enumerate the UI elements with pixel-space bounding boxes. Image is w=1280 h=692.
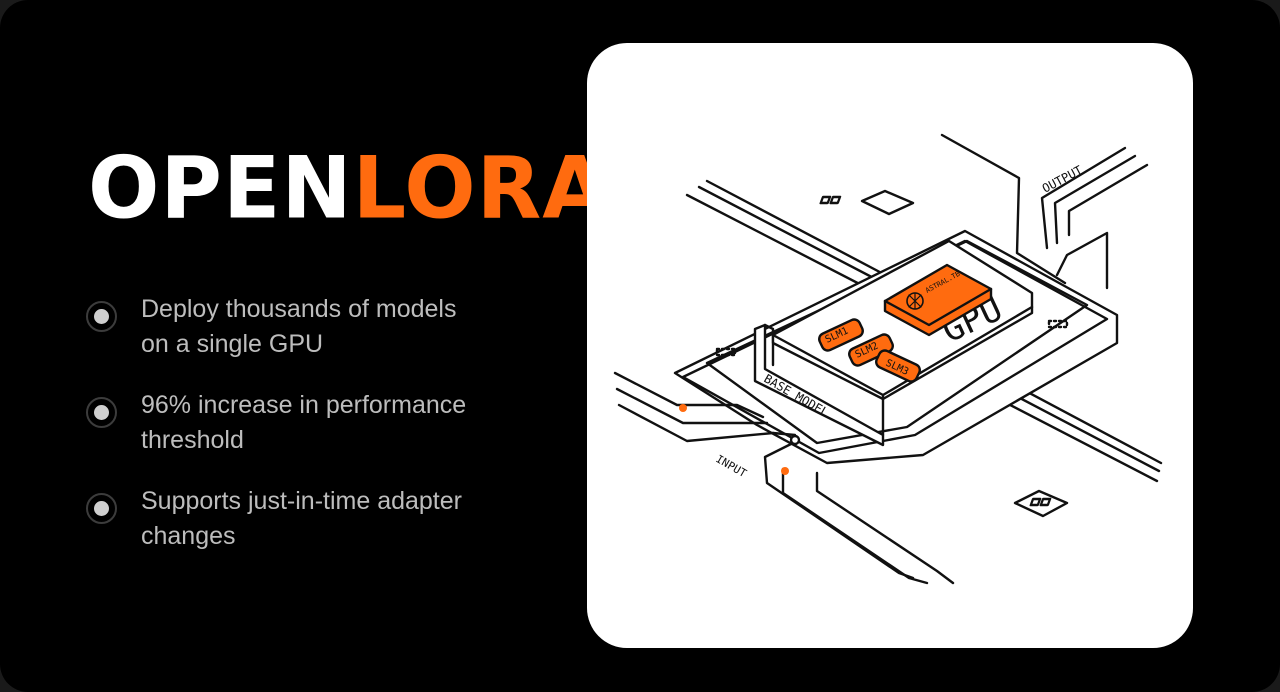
junction-node-icon bbox=[789, 434, 801, 446]
logo-lora: LORA bbox=[352, 138, 609, 238]
slm-chip-3 bbox=[875, 349, 921, 383]
small-pad-bottom bbox=[1013, 489, 1069, 518]
astral-chip bbox=[883, 263, 993, 337]
feature-list: Deploy thousands of models on a single G… bbox=[86, 292, 526, 580]
openlora-logo: OPENLORA bbox=[88, 145, 608, 231]
feature-text: 96% increase in performance threshold bbox=[141, 391, 467, 454]
rails-upper bbox=[685, 179, 895, 295]
small-pad-top bbox=[819, 189, 915, 216]
feature-text: Deploy thousands of models on a single G… bbox=[141, 295, 457, 358]
feature-text: Supports just-in-time adapter changes bbox=[141, 487, 462, 550]
feature-item: Supports just-in-time adapter changes bbox=[86, 484, 526, 554]
slm-chip-2 bbox=[848, 333, 894, 367]
slm-chip-1 bbox=[818, 318, 864, 352]
radio-bullet-icon bbox=[86, 397, 117, 428]
input-traces bbox=[613, 371, 955, 585]
output-traces bbox=[940, 133, 1149, 290]
input-node-icon bbox=[781, 467, 789, 475]
radio-bullet-icon bbox=[86, 493, 117, 524]
feature-item: 96% increase in performance threshold bbox=[86, 388, 526, 458]
feature-item: Deploy thousands of models on a single G… bbox=[86, 292, 526, 362]
input-node-icon bbox=[679, 404, 687, 412]
illustration-card: OUTPUT bbox=[587, 43, 1193, 648]
logo-open: OPEN bbox=[88, 138, 353, 238]
gpu-illustration: OUTPUT bbox=[613, 133, 1163, 585]
input-label: INPUT bbox=[714, 452, 750, 480]
radio-bullet-icon bbox=[86, 301, 117, 332]
